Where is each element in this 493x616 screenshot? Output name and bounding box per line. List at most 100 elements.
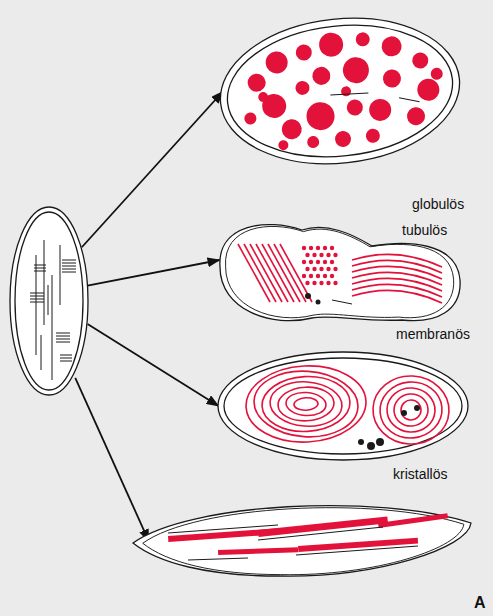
chromoplast-label: membranös: [396, 326, 470, 342]
thylakoid-line: [330, 91, 368, 97]
plastoglobule: [330, 274, 334, 278]
plastoglobule: [323, 274, 327, 278]
plastoglobule: [316, 274, 320, 278]
plastid-outline: [216, 350, 470, 462]
crystalline-chromoplast: kristallös: [128, 488, 476, 580]
thylakoid-line: [36, 255, 37, 355]
plastoglobule: [326, 267, 330, 271]
thylakoid-line: [60, 361, 72, 362]
plastoglobule: [247, 73, 267, 93]
plastoglobule: [244, 112, 257, 125]
development-arrow: [75, 378, 149, 542]
plastoglobule: [305, 267, 309, 271]
plastoglobule: [342, 56, 371, 85]
crystal: [378, 513, 448, 528]
plastoglobule: [333, 267, 337, 271]
membrane: [371, 374, 450, 446]
thylakoid-line: [44, 240, 45, 325]
membrane: [285, 391, 327, 417]
dot: [414, 405, 420, 411]
thylakoid-line: [60, 245, 61, 305]
development-arrow: [88, 324, 219, 406]
plastid-outline: [218, 14, 463, 169]
membrane: [277, 386, 335, 422]
plastoglobule: [309, 246, 313, 250]
thylakoid-line: [60, 355, 72, 356]
chromoplast-label: kristallös: [393, 466, 447, 482]
thylakoid-line: [30, 302, 44, 303]
thylakoid-line: [30, 296, 44, 297]
plastoglobule: [312, 281, 316, 285]
plastoglobule: [316, 260, 320, 264]
membrane: [218, 352, 468, 460]
plastoglobule: [333, 253, 337, 257]
thylakoid-line: [56, 336, 70, 337]
thylakoid-line: [274, 244, 306, 302]
plastoglobule: [278, 140, 289, 151]
plastoglobule: [258, 92, 269, 103]
plastoglobule: [341, 86, 352, 97]
plastoglobule: [318, 31, 344, 57]
thylakoid-line: [62, 266, 76, 267]
dot: [376, 438, 384, 446]
tubule: [352, 290, 442, 303]
plastoglobule: [365, 128, 380, 143]
plastoglobule: [302, 274, 306, 278]
thylakoid-line: [41, 335, 42, 370]
membrane: [10, 207, 88, 395]
membrane: [244, 363, 368, 445]
thylakoid-line: [34, 271, 46, 272]
plastoglobule: [302, 246, 306, 250]
membrane: [213, 7, 467, 175]
dot: [305, 293, 311, 299]
membrane: [224, 358, 462, 454]
plastoglobule: [319, 253, 323, 257]
plastoglobule: [382, 69, 402, 89]
thylakoid-line: [30, 293, 44, 294]
panel-letter: A: [474, 594, 486, 612]
plastoglobule: [319, 267, 323, 271]
membrane: [400, 399, 421, 420]
plastoglobule: [323, 246, 327, 250]
membranous-chromoplast: membranös: [216, 350, 470, 462]
membrane: [269, 379, 344, 428]
development-arrow: [82, 92, 223, 248]
thylakoid-line: [168, 525, 278, 533]
plastoglobule: [309, 260, 313, 264]
plastoglobule: [326, 281, 330, 285]
crystal: [218, 547, 298, 555]
thylakoid-line: [56, 333, 70, 334]
plastoglobule: [355, 32, 370, 47]
plastoglobule: [323, 260, 327, 264]
plastoglobule: [312, 253, 316, 257]
plastoglobule: [312, 267, 316, 271]
thylakoid-line: [56, 339, 70, 340]
thylakoid-line: [48, 285, 49, 315]
thylakoid-line: [62, 272, 76, 273]
plastoglobule: [430, 67, 443, 80]
plastoglobule: [333, 281, 337, 285]
thylakoid-line: [296, 546, 418, 555]
membrane: [221, 15, 459, 168]
plastid-outline: [128, 488, 476, 580]
plastoglobule: [305, 253, 309, 257]
inner-membrane: [225, 226, 453, 317]
membrane: [252, 368, 360, 440]
outer-membrane: [220, 225, 460, 321]
plastoglobule: [307, 135, 320, 148]
plastoglobule: [309, 274, 313, 278]
plastoglobule: [305, 281, 309, 285]
thylakoid-line: [280, 244, 312, 302]
thylakoid-line: [188, 558, 248, 560]
membrane: [378, 379, 445, 440]
crystal: [258, 516, 388, 537]
chromoplast-label: tubulös: [402, 222, 447, 238]
dot: [367, 442, 375, 450]
thylakoid-line: [62, 260, 76, 261]
plastoglobule: [295, 80, 310, 95]
membrane: [294, 397, 319, 411]
dot: [358, 439, 364, 445]
thylakoid-line: [62, 269, 76, 270]
crystal: [298, 538, 418, 552]
plastoglobule: [316, 246, 320, 250]
